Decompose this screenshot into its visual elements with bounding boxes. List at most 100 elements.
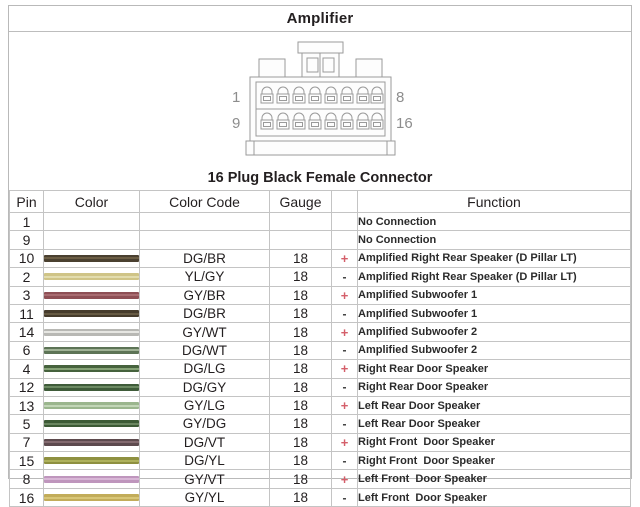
cell-color-code: DG/VT [139,432,270,453]
cell-pin-number: 6 [9,340,44,361]
cell-wire-color [43,377,140,397]
cell-pin-number: 8 [9,469,44,489]
cell-polarity: + [331,359,358,379]
cell-gauge: 18 [269,340,332,361]
wire-tracer-stripe [44,404,139,407]
wire-tracer-stripe [44,275,139,278]
cell-pin-number: 3 [9,285,44,305]
wire-swatch [44,457,139,465]
cell-pin-number: 13 [9,395,44,416]
column-header-function: Function [357,190,631,213]
cell-polarity [331,230,358,250]
wire-tracer-stripe [44,496,139,499]
cell-color-code: DG/BR [139,248,270,269]
cell-color-code: GY/DG [139,414,270,434]
wire-tracer-stripe [44,367,139,370]
cell-gauge [269,230,332,250]
pin-label-8: 8 [396,89,404,106]
cell-pin-number: 1 [9,211,44,232]
cell-gauge [269,211,332,232]
cell-color-code: DG/YL [139,451,270,471]
cell-color-code: DG/LG [139,359,270,379]
cell-color-code: GY/WT [139,322,270,342]
wire-swatch [44,420,139,428]
cell-wire-color [43,230,140,250]
cell-pin-number: 14 [9,322,44,342]
cell-polarity: + [331,395,358,416]
cell-polarity: - [331,267,358,287]
cell-polarity: + [331,322,358,342]
cell-function: Left Rear Door Speaker [357,395,631,416]
cell-wire-color [43,322,140,342]
cell-gauge: 18 [269,359,332,379]
pin-label-9: 9 [232,115,240,132]
cell-function: No Connection [357,230,631,250]
cell-gauge: 18 [269,285,332,305]
cell-color-code: GY/BR [139,285,270,305]
cell-polarity [331,211,358,232]
cell-pin-number: 12 [9,377,44,397]
cell-wire-color [43,248,140,269]
cell-wire-color [43,414,140,434]
cell-gauge: 18 [269,395,332,416]
cell-pin-number: 16 [9,487,44,507]
cell-pin-number: 5 [9,414,44,434]
wire-tracer-stripe [44,422,139,425]
cell-polarity: - [331,487,358,507]
pinout-table: Pin Color Color Code Gauge Function 1 No … [9,190,631,507]
cell-function: Left Front Door Speaker [357,469,631,489]
pin-label-1: 1 [232,89,240,106]
wire-tracer-stripe [44,386,139,389]
cell-gauge: 18 [269,487,332,507]
cell-pin-number: 2 [9,267,44,287]
cell-gauge: 18 [269,414,332,434]
wire-tracer-stripe [44,257,139,260]
cell-color-code: DG/WT [139,340,270,361]
wire-swatch [44,346,139,354]
cell-gauge: 18 [269,322,332,342]
cell-color-code [139,230,270,250]
wire-swatch [44,328,139,336]
wire-swatch [44,273,139,281]
cell-polarity: + [331,248,358,269]
wire-tracer-stripe [44,331,139,334]
column-header-pin: Pin [9,190,44,213]
wire-swatch [44,365,139,373]
cell-function: Amplified Right Rear Speaker (D Pillar L… [357,267,631,287]
wire-swatch [44,291,139,299]
cell-gauge: 18 [269,303,332,324]
cell-wire-color [43,340,140,361]
cell-pin-number: 9 [9,230,44,250]
cell-pin-number: 11 [9,303,44,324]
cell-polarity: - [331,451,358,471]
cell-pin-number: 10 [9,248,44,269]
cell-polarity: - [331,414,358,434]
cell-function: Left Rear Door Speaker [357,414,631,434]
cell-polarity: - [331,377,358,397]
cell-gauge: 18 [269,451,332,471]
wire-swatch [44,494,139,502]
table-header-row: Pin Color Color Code Gauge Function [9,190,631,213]
cell-polarity: + [331,285,358,305]
cell-color-code: YL/GY [139,267,270,287]
cell-function: Right Front Door Speaker [357,432,631,453]
cell-gauge: 18 [269,377,332,397]
cell-color-code: DG/BR [139,303,270,324]
cell-wire-color [43,487,140,507]
cell-wire-color [43,359,140,379]
cell-wire-color [43,469,140,489]
cell-function: Amplified Subwoofer 2 [357,340,631,361]
cell-color-code: DG/GY [139,377,270,397]
cell-function: Amplified Subwoofer 2 [357,322,631,342]
cell-pin-number: 4 [9,359,44,379]
pin-label-16: 16 [396,115,413,132]
column-header-color: Color [43,190,140,213]
